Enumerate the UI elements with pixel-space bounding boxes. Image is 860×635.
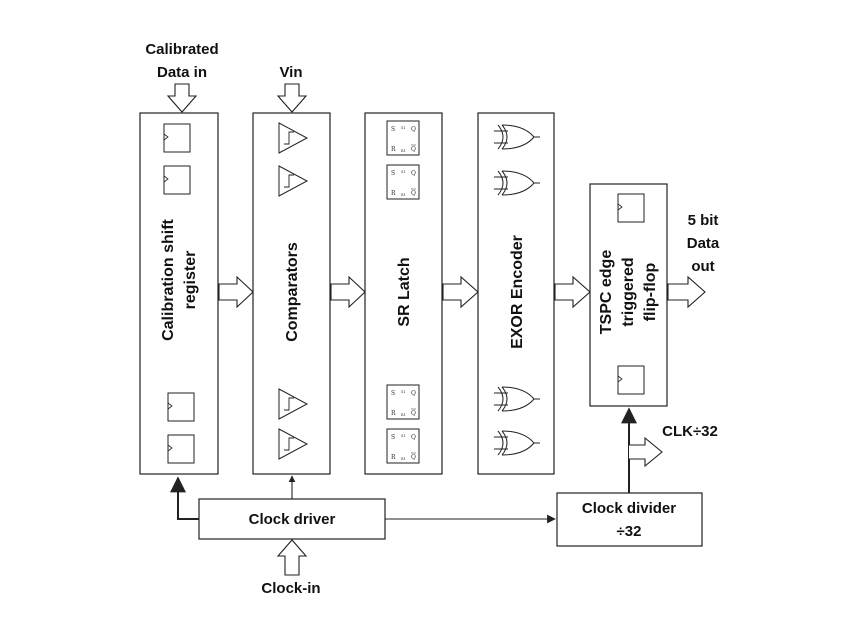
tspc-label-3: flip-flop [642, 262, 659, 321]
data-out-label-2: Data [687, 235, 720, 252]
clock-divider-label-2: ÷32 [617, 523, 642, 540]
clock-divider-block [556, 492, 703, 547]
sr-latch-icon [386, 120, 420, 156]
data-flow-arrow [554, 275, 591, 309]
data-flow-arrow [218, 275, 254, 309]
calibrated-data-label-2: Data in [157, 64, 207, 81]
data-flow-arrow [442, 275, 479, 309]
data-out-label-3: out [691, 258, 714, 275]
flip-flop-icon [617, 365, 645, 395]
flip-flop-icon [163, 123, 191, 153]
data-out-label-1: 5 bit [688, 212, 719, 229]
sr-latch-label: SR Latch [396, 257, 413, 326]
data-out-arrow [667, 275, 706, 309]
calibrated-data-label-1: Calibrated [145, 41, 218, 58]
clock-in-arrow [276, 539, 308, 576]
tspc-label-2: triggered [620, 257, 637, 326]
flip-flop-icon [163, 165, 191, 195]
clock-in-label: Clock-in [261, 580, 320, 597]
calibration-label-2: register [182, 251, 199, 310]
sr-latch-icon [386, 164, 420, 200]
tspc-label-1: TSPC edge [598, 250, 615, 335]
vin-label: Vin [279, 64, 302, 81]
clock-to-register-line [170, 476, 199, 520]
clock-divider-label-1: Clock divider [582, 500, 676, 517]
data-flow-arrow [330, 275, 366, 309]
clk-div-label: CLK÷32 [662, 423, 718, 440]
clk-div-output-arrow [629, 436, 663, 468]
flip-flop-icon [167, 392, 195, 422]
calibration-label-1: Calibration shift [160, 218, 177, 340]
exor-encoder-block [477, 112, 555, 475]
calibrated-input-arrow [166, 83, 198, 113]
sr-latch-icon [386, 428, 420, 464]
flip-flop-icon [167, 434, 195, 464]
vin-input-arrow [276, 83, 308, 113]
exor-encoder-label: EXOR Encoder [509, 235, 526, 349]
sr-latch-icon [386, 384, 420, 420]
clock-driver-label: Clock driver [249, 511, 336, 528]
flip-flop-icon [617, 193, 645, 223]
comparators-label: Comparators [284, 242, 301, 342]
